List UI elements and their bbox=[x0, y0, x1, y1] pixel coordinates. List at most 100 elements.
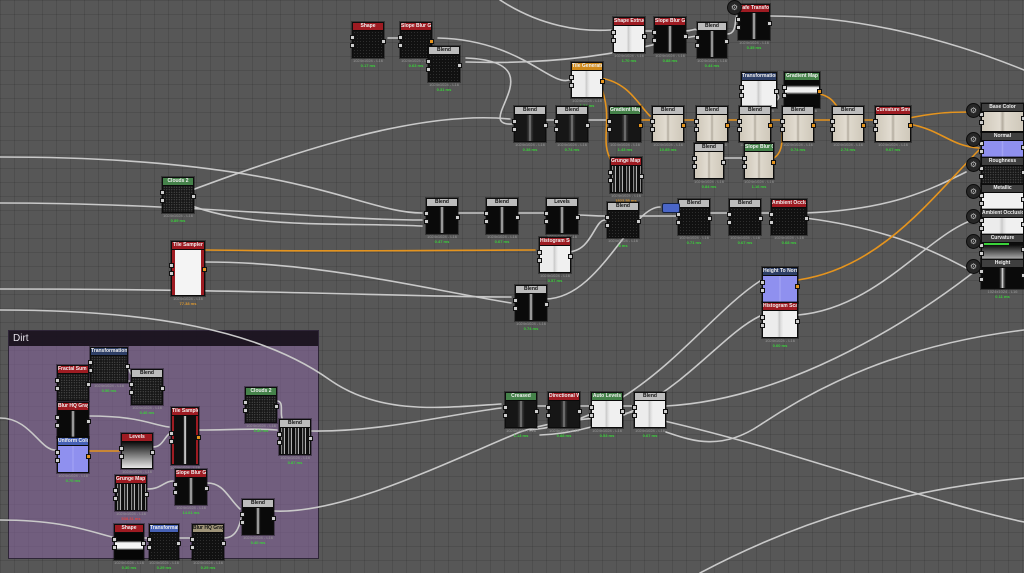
output-port[interactable] bbox=[636, 219, 641, 224]
input-port[interactable] bbox=[652, 30, 657, 35]
output-port[interactable] bbox=[1021, 145, 1024, 150]
node-dirt-slope-blur[interactable]: Slope Blur Grayscale1024x1024 - L1614.61… bbox=[173, 469, 209, 515]
output-port[interactable] bbox=[638, 123, 643, 128]
output-port[interactable] bbox=[221, 541, 226, 546]
output-gear-icon[interactable]: ⚙ bbox=[966, 234, 981, 249]
input-port[interactable] bbox=[424, 211, 429, 216]
output-port[interactable] bbox=[1021, 273, 1024, 278]
output-port[interactable] bbox=[811, 123, 816, 128]
input-port[interactable] bbox=[503, 405, 508, 410]
output-port[interactable] bbox=[908, 123, 913, 128]
input-port[interactable] bbox=[55, 386, 60, 391]
input-port[interactable] bbox=[695, 43, 700, 48]
input-port[interactable] bbox=[737, 127, 742, 132]
output-port[interactable] bbox=[274, 404, 279, 409]
input-port[interactable] bbox=[240, 512, 245, 517]
node-slope-blur-1[interactable]: Slope Blur Grayscale1024x1024 - L160.63 … bbox=[398, 22, 434, 68]
output-port[interactable] bbox=[86, 419, 91, 424]
output-port[interactable] bbox=[724, 39, 729, 44]
input-port[interactable] bbox=[694, 127, 699, 132]
input-port[interactable] bbox=[692, 164, 697, 169]
input-port[interactable] bbox=[55, 378, 60, 383]
input-port[interactable] bbox=[782, 85, 787, 90]
output-port[interactable] bbox=[1021, 116, 1024, 121]
output-port[interactable] bbox=[767, 21, 772, 26]
input-port[interactable] bbox=[589, 413, 594, 418]
node-output-normal[interactable]: Normal bbox=[979, 132, 1024, 161]
input-port[interactable] bbox=[608, 178, 613, 183]
output-gear-icon[interactable]: ⚙ bbox=[727, 0, 742, 15]
input-port[interactable] bbox=[979, 251, 984, 256]
input-port[interactable] bbox=[736, 25, 741, 30]
input-port[interactable] bbox=[240, 520, 245, 525]
input-port[interactable] bbox=[398, 43, 403, 48]
input-port[interactable] bbox=[979, 120, 984, 125]
output-port[interactable] bbox=[681, 123, 686, 128]
input-port[interactable] bbox=[160, 190, 165, 195]
output-port[interactable] bbox=[534, 409, 539, 414]
input-port[interactable] bbox=[608, 170, 613, 175]
output-port[interactable] bbox=[568, 254, 573, 259]
input-port[interactable] bbox=[484, 219, 489, 224]
output-port[interactable] bbox=[1021, 247, 1024, 252]
input-port[interactable] bbox=[652, 38, 657, 43]
output-port[interactable] bbox=[429, 39, 434, 44]
input-port[interactable] bbox=[611, 38, 616, 43]
output-port[interactable] bbox=[725, 123, 730, 128]
output-port[interactable] bbox=[125, 364, 130, 369]
output-port[interactable] bbox=[176, 541, 181, 546]
input-port[interactable] bbox=[243, 400, 248, 405]
input-port[interactable] bbox=[55, 415, 60, 420]
input-port[interactable] bbox=[607, 127, 612, 132]
input-port[interactable] bbox=[190, 537, 195, 542]
input-port[interactable] bbox=[760, 280, 765, 285]
input-port[interactable] bbox=[727, 220, 732, 225]
output-port[interactable] bbox=[1021, 170, 1024, 175]
input-port[interactable] bbox=[112, 537, 117, 542]
output-port[interactable] bbox=[144, 492, 149, 497]
output-port[interactable] bbox=[150, 450, 155, 455]
input-port[interactable] bbox=[760, 315, 765, 320]
input-port[interactable] bbox=[695, 35, 700, 40]
input-port[interactable] bbox=[830, 119, 835, 124]
input-port[interactable] bbox=[546, 413, 551, 418]
input-port[interactable] bbox=[979, 277, 984, 282]
node-output-basecolor[interactable]: Base Color bbox=[979, 103, 1024, 132]
output-port[interactable] bbox=[600, 79, 605, 84]
output-port[interactable] bbox=[455, 215, 460, 220]
output-port[interactable] bbox=[1021, 222, 1024, 227]
input-port[interactable] bbox=[569, 75, 574, 80]
input-port[interactable] bbox=[979, 226, 984, 231]
input-port[interactable] bbox=[426, 59, 431, 64]
input-port[interactable] bbox=[692, 156, 697, 161]
input-port[interactable] bbox=[650, 119, 655, 124]
input-port[interactable] bbox=[277, 432, 282, 437]
output-gear-icon[interactable]: ⚙ bbox=[966, 184, 981, 199]
input-port[interactable] bbox=[650, 127, 655, 132]
input-port[interactable] bbox=[169, 439, 174, 444]
input-port[interactable] bbox=[169, 431, 174, 436]
input-port[interactable] bbox=[611, 30, 616, 35]
input-port[interactable] bbox=[55, 423, 60, 428]
